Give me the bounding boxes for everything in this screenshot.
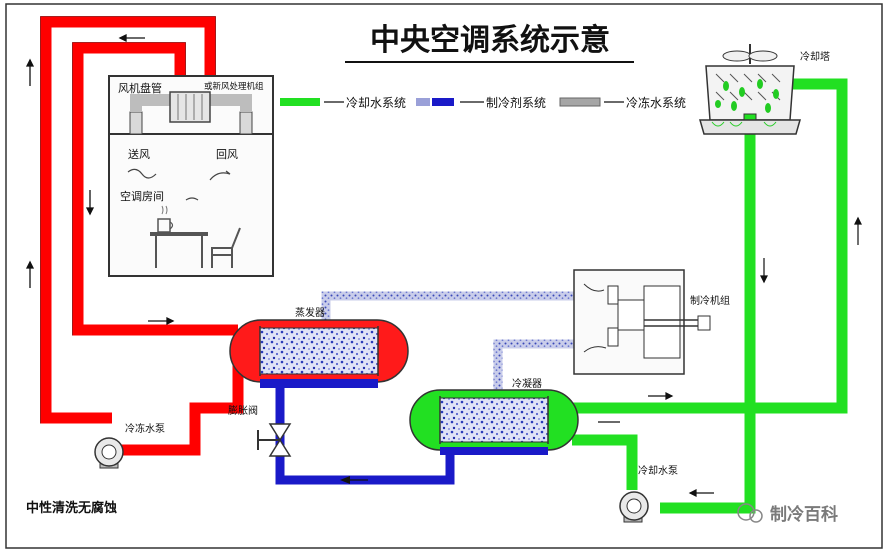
label-fresh-air-unit: 或新风处理机组 bbox=[204, 81, 264, 92]
cooling-water-flow-arrows bbox=[598, 216, 862, 497]
supply-air-flow-icon bbox=[127, 168, 157, 179]
label-chilled-pump: 冷冻水泵 bbox=[125, 422, 165, 435]
chilled-water-pipe-edges bbox=[40, 16, 216, 424]
refrigerant-flow-arrow bbox=[340, 476, 350, 484]
fan-coil-unit bbox=[169, 91, 211, 123]
legend-swatch-refrigerant-liquid bbox=[432, 98, 454, 106]
cooling-tower bbox=[699, 44, 801, 135]
label-evaporator: 蒸发器 bbox=[295, 306, 325, 319]
diagram-title: 中央空调系统示意 bbox=[370, 23, 610, 58]
chilled-water-flow-arrows bbox=[25, 33, 175, 326]
chiller-unit bbox=[573, 269, 711, 375]
watermark: 制冷百科 bbox=[737, 503, 838, 525]
legend-swatch-cooling-water bbox=[280, 98, 320, 106]
legend-swatch-refrigerant-gas bbox=[416, 98, 430, 106]
evaporator bbox=[229, 319, 409, 388]
outer-frame bbox=[5, 3, 883, 549]
label-ac-room: 空调房间 bbox=[120, 189, 164, 203]
chair-icon bbox=[211, 227, 241, 268]
return-air-flow-icon bbox=[209, 170, 231, 181]
condenser bbox=[409, 389, 579, 455]
label-condenser: 冷凝器 bbox=[512, 377, 542, 390]
label-supply-air: 送风 bbox=[128, 147, 150, 161]
table-icon bbox=[150, 232, 208, 236]
label-return-air: 回风 bbox=[216, 148, 238, 161]
label-chiller-unit: 制冷机组 bbox=[690, 294, 730, 307]
chilled-water-pump bbox=[94, 437, 124, 469]
air-conditioned-room: 风机盘管 或新风处理机组 送风 回风 空调房间 bbox=[108, 75, 274, 277]
legend-swatch-chilled-water bbox=[559, 97, 601, 107]
label-neutral-cleaning: 中性清洗无腐蚀 bbox=[26, 500, 117, 516]
legend-label-refrigerant: 制冷剂系统 bbox=[486, 95, 546, 110]
label-cooling-tower: 冷却塔 bbox=[800, 50, 830, 63]
legend-label-chilled-water: 冷冻水系统 bbox=[626, 95, 686, 110]
label-cooling-pump: 冷却水泵 bbox=[638, 464, 678, 477]
legend-label-cooling-water: 冷却水系统 bbox=[346, 96, 406, 110]
watermark-text: 制冷百科 bbox=[770, 504, 838, 525]
cooling-water-loop bbox=[572, 78, 848, 514]
label-fan-coil: 风机盘管 bbox=[118, 81, 162, 95]
wechat-icon bbox=[737, 503, 755, 521]
refrigerant-gas-lines bbox=[321, 291, 590, 390]
chilled-water-loop bbox=[40, 16, 244, 456]
cup-icon bbox=[157, 218, 171, 233]
legend: 冷却水系统 制冷剂系统 冷冻水系统 bbox=[280, 95, 686, 110]
expansion-valve bbox=[257, 423, 292, 457]
cooling-water-pump bbox=[619, 491, 649, 523]
label-expansion-valve: 膨胀阀 bbox=[228, 404, 258, 417]
